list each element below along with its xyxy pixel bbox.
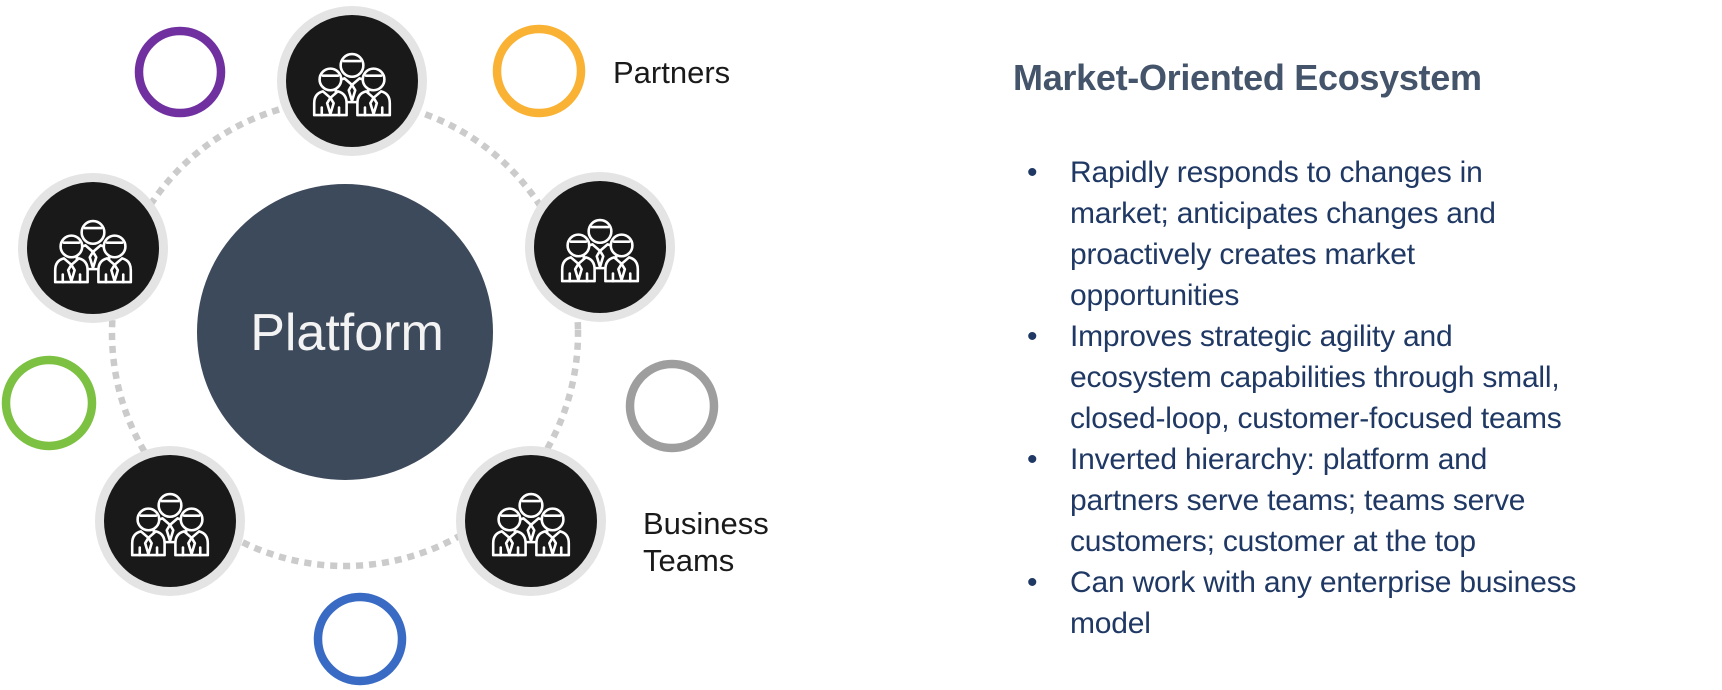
team-node-bottom-left [95,446,245,596]
bullet-text: Inverted hierarchy: platform and partner… [1070,443,1526,558]
team-node-bottom-right [456,446,606,596]
team-node-right [525,172,675,322]
node-circle [534,181,666,313]
ecosystem-diagram-canvas: Platform [1,6,719,686]
gray-ring [625,359,719,453]
partners-ring [492,24,586,118]
node-circle [104,455,236,587]
blue-ring [313,592,407,686]
node-circle [286,15,418,147]
bullet-text: Rapidly responds to changes in market; a… [1070,156,1496,312]
bullet-text: Can work with any enterprise business mo… [1070,566,1577,640]
bullet-rapid-response: • Rapidly responds to changes in market;… [1013,152,1673,316]
green-ring [1,355,97,451]
page-title: Market-Oriented Ecosystem [1013,57,1482,98]
bullet-dot: • [1027,566,1038,599]
bullet-dot: • [1027,156,1038,189]
dotted-orbit-circle [108,96,582,570]
platform-label: Platform [250,304,444,362]
feature-bullet-list: • Rapidly responds to changes in market;… [1013,152,1673,644]
node-circle [465,455,597,587]
bullet-inverted-hierarchy: • Inverted hierarchy: platform and partn… [1013,439,1673,562]
bullet-dot: • [1027,320,1038,353]
business-teams-label: Business Teams [643,506,769,578]
purple-ring [134,26,226,118]
bullet-text: Improves strategic agility and ecosystem… [1070,320,1562,435]
node-circle [27,182,159,314]
partners-label: Partners [613,55,731,90]
ecosystem-diagram: Platform [0,0,769,690]
platform-hub-circle [197,184,493,480]
team-node-left [18,173,168,323]
bullet-any-business-model: • Can work with any enterprise business … [1013,562,1673,644]
team-node-top [277,6,427,156]
bullet-dot: • [1027,443,1038,476]
bullet-strategic-agility: • Improves strategic agility and ecosyst… [1013,316,1673,439]
